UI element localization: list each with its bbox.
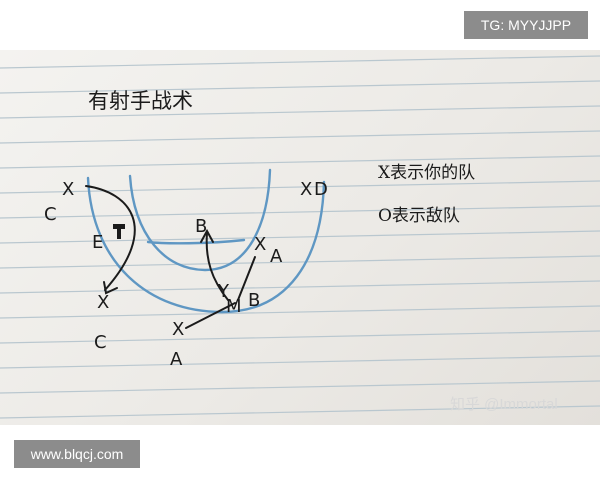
label-a-bottom: A	[170, 349, 183, 370]
inner-lane	[128, 168, 272, 272]
hammer-icon	[113, 224, 125, 239]
middle-lane	[146, 238, 246, 245]
outer-lane	[86, 176, 326, 314]
notebook-drawing: 有射手战术 X表示你的队 O表示敌队 X C X D E B X A Y M B…	[0, 55, 600, 419]
legend-line-2: O表示敌队	[378, 206, 460, 226]
telegram-tag: TG: MYYJJPP	[464, 11, 588, 39]
notebook-photo: 有射手战术 X表示你的队 O表示敌队 X C X D E B X A Y M B…	[0, 50, 600, 425]
ruled-lines	[0, 55, 600, 419]
label-a-right: A	[270, 246, 283, 267]
label-c-top: C	[44, 204, 57, 225]
label-y: Y	[217, 281, 230, 302]
mark-x-a-right: X	[254, 234, 266, 255]
a-to-m-line	[185, 302, 236, 329]
label-b-bottom: B	[248, 290, 260, 311]
c-flank-arc	[85, 185, 136, 291]
mark-x-d: X	[300, 179, 312, 200]
b-run-arrow	[205, 232, 229, 301]
a-to-b-line	[237, 256, 256, 301]
mark-x-a-bottom: X	[172, 319, 184, 340]
note-title: 有射手战术	[88, 89, 193, 113]
mark-x-c-bottom: X	[97, 292, 109, 313]
label-c-bottom: C	[94, 332, 107, 353]
label-d: D	[314, 179, 328, 200]
c-arrow-head	[103, 281, 118, 295]
label-m: M	[226, 296, 242, 317]
mark-x-c-top: X	[62, 179, 74, 200]
label-b-top: B	[195, 216, 207, 237]
blue-lanes	[86, 168, 326, 314]
label-e: E	[92, 232, 103, 253]
strategy-paths	[85, 185, 256, 329]
legend-line-1: X表示你的队	[378, 163, 475, 183]
zhihu-watermark: 知乎 @Immortal	[450, 396, 558, 413]
site-url-tag: www.blqcj.com	[14, 440, 140, 468]
